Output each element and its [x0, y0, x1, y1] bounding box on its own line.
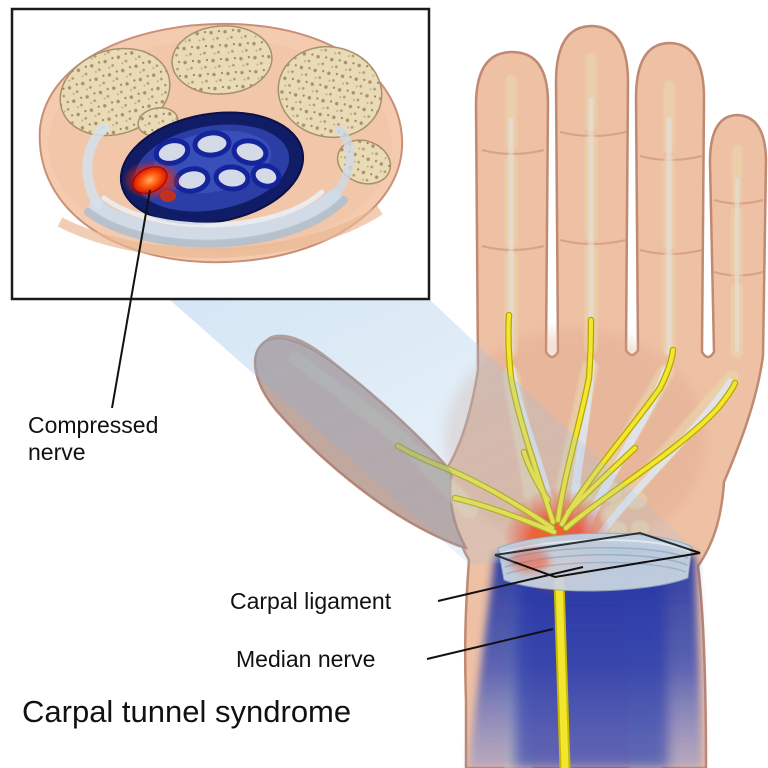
thumb-tint [254, 337, 466, 548]
magnifier-beam [170, 300, 695, 565]
leader-carpal-ligament [437, 566, 584, 602]
median-nerve-label: Median nerve [236, 646, 376, 672]
leader-median-nerve [426, 628, 554, 660]
inset-cross-section [10, 7, 431, 301]
compressed-nerve-label-line1: Compressed [28, 412, 159, 438]
compressed-nerve-label-line2: nerve [28, 439, 86, 465]
forearm-blue-region [468, 543, 703, 768]
leader-compressed-nerve [111, 189, 151, 409]
section-carpal-tunnel [119, 111, 305, 225]
section-compressed-nerve [122, 160, 182, 202]
compressed-nerve-label: Compressed nerve [28, 412, 158, 466]
section-ligament [82, 123, 355, 248]
leader-lines [111, 189, 584, 660]
carpal-ligament-label: Carpal ligament [230, 588, 392, 614]
section-carpal-bones [59, 25, 392, 185]
diagram-title: Carpal tunnel syndrome [22, 694, 352, 729]
